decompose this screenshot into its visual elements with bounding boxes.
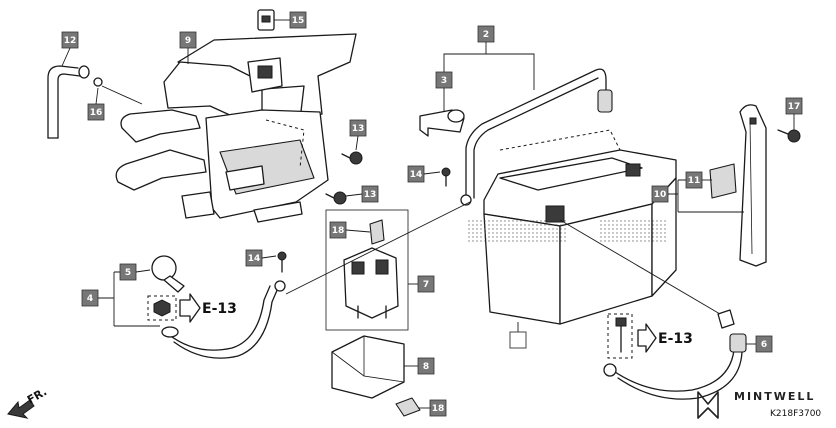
relay-group-frame: [325, 209, 409, 331]
bolt-part-lower: [325, 191, 347, 205]
cable-cap-part: [151, 255, 185, 293]
ground-cable-part: [603, 309, 747, 400]
clip-part-top: [257, 9, 275, 31]
bolt-part-upper: [341, 151, 363, 165]
mintwell-logo-icon: [697, 391, 719, 419]
clip-part: [93, 77, 143, 105]
callout-8: 8: [423, 362, 429, 372]
battery-box-part: [115, 33, 357, 223]
callout-7: 7: [423, 280, 429, 290]
pad-part: [709, 163, 737, 199]
screw-part-upper: [441, 167, 451, 187]
callout-13-lower: 13: [364, 190, 377, 200]
callout-10: 10: [654, 190, 667, 200]
callout-12: 12: [64, 36, 77, 46]
brand-watermark: MINTWELL: [734, 390, 815, 403]
callout-4: 4: [87, 294, 93, 304]
callout-9: 9: [185, 36, 191, 46]
callout-3: 3: [441, 76, 447, 86]
bolt-group-frame: [607, 313, 633, 359]
nut-part: [153, 299, 171, 317]
bolt-part-ground: [615, 317, 627, 353]
front-direction-arrow-icon: [7, 399, 35, 419]
reference-arrow-right: [637, 323, 657, 353]
terminal-cover-part: [419, 109, 465, 137]
negative-cable-part: [161, 280, 286, 359]
reference-e13-left: E-13: [202, 301, 237, 317]
callout-2: 2: [483, 30, 489, 40]
callout-18-upper: 18: [332, 226, 345, 236]
hose-part: [47, 65, 90, 139]
relay-cover-part: [331, 335, 405, 399]
screw-part-lower: [277, 251, 287, 273]
battery-holder-part: [739, 104, 767, 267]
front-direction-label: FR.: [25, 385, 49, 406]
nut-group-frame: [147, 295, 177, 321]
callout-11: 11: [688, 176, 701, 186]
starter-relay-part: [343, 247, 399, 319]
callout-15: 15: [292, 16, 305, 26]
callout-18-lower: 18: [432, 404, 445, 414]
callout-16: 16: [90, 108, 103, 118]
bolt-part-holder: [777, 129, 801, 143]
diagram-code: K218F3700: [770, 409, 821, 419]
reference-e13-right: E-13: [658, 331, 693, 347]
positive-cable-part: [460, 68, 613, 206]
reference-arrow-left: [179, 293, 201, 323]
callout-5: 5: [125, 268, 131, 278]
fuse-part-lower: [395, 397, 421, 417]
callout-6: 6: [761, 340, 767, 350]
battery-callout-box: [509, 331, 527, 349]
callout-14-upper: 14: [410, 170, 423, 180]
callout-13-upper: 13: [352, 124, 365, 134]
callout-17: 17: [788, 102, 801, 112]
callout-14-lower: 14: [248, 254, 261, 264]
fuse-part: [369, 219, 385, 245]
